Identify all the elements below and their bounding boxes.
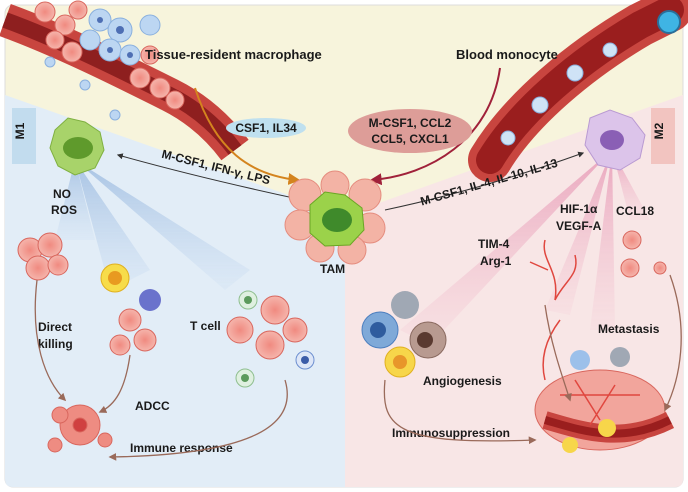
blood-factors-line1: M-CSF1, CCL2 — [369, 116, 452, 130]
tissue-resident-macrophage-label: Tissue-resident macrophage — [145, 47, 322, 62]
m2-badge-label: M2 — [652, 122, 666, 139]
tissue-recruitment-arrow — [194, 87, 301, 185]
tumor-cells-icon — [17, 232, 308, 360]
suppressed-cells-icon — [361, 291, 447, 378]
metastasis-arrow — [664, 274, 682, 412]
arg1-label: Arg-1 — [480, 254, 512, 268]
direct-killing-label-1: Direct — [38, 320, 72, 334]
m1-badge — [12, 108, 36, 164]
ros-label: ROS — [51, 203, 77, 217]
m1-badge-label: M1 — [13, 122, 27, 139]
dying-tumor-icon — [47, 404, 113, 453]
immunosuppression-arrow — [383, 379, 537, 445]
ccl18-tumor-cells-icon — [620, 230, 667, 278]
m1-effect-beams — [55, 160, 250, 290]
angiogenesis-label: Angiogenesis — [423, 374, 502, 388]
direct-killing-arrow — [34, 279, 67, 402]
t-cell-label: T cell — [190, 319, 221, 333]
immunosuppression-label: Immunosuppression — [392, 426, 510, 440]
blood-factors-line2: CCL5, CXCL1 — [371, 132, 449, 146]
tissue-factors-label: CSF1, IL34 — [235, 121, 297, 135]
adcc-label: ADCC — [135, 399, 170, 413]
tam-cell-cluster-icon — [284, 170, 386, 265]
m2-badge — [651, 108, 675, 164]
monocyte-recruitment-arrow — [369, 67, 501, 186]
m1-macrophage-icon — [49, 117, 105, 176]
vegf-label: VEGF-A — [556, 219, 602, 233]
immune-response-label: Immune response — [130, 441, 233, 455]
blood-monocyte-label: Blood monocyte — [456, 47, 558, 62]
angiogenesis-arrow — [544, 304, 572, 402]
direct-killing-label-2: killing — [38, 337, 73, 351]
m2-macrophage-icon — [584, 109, 646, 171]
metastasis-label: Metastasis — [598, 322, 660, 336]
m1-polarization-arrow — [116, 153, 304, 201]
blood-factors-oval — [348, 109, 472, 153]
no-label: NO — [53, 187, 71, 201]
angiogenesis-vessels-icon — [529, 239, 577, 381]
tissue-factors-oval — [226, 118, 306, 138]
m2-polarization-arrow — [384, 151, 585, 211]
ccl18-label: CCL18 — [616, 204, 654, 218]
metastatic-tumor-vessel-icon — [534, 347, 675, 453]
adcc-arrow — [98, 354, 131, 413]
tam-label: TAM — [320, 262, 345, 276]
immune-cells-icon — [100, 263, 315, 388]
immune-response-arrow — [108, 379, 288, 461]
hif-label: HIF-1α — [560, 202, 598, 216]
tissue-vessel-illustration — [0, 0, 249, 161]
tim4-label: TIM-4 — [478, 237, 510, 251]
blood-vessel-illustration — [468, 0, 688, 182]
